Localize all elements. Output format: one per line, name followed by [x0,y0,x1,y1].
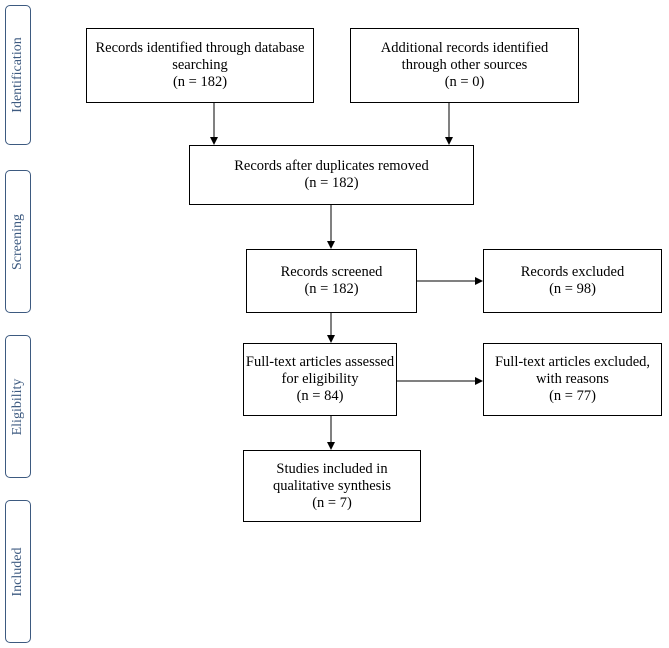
box-fulltext-assessed-line2: for eligibility [281,371,359,387]
box-records-database-line2: searching [172,57,228,73]
box-fulltext-assessed-count: (n = 84) [296,388,344,404]
box-fulltext-assessed: Full-text articles assessed for eligibil… [243,343,397,416]
box-included-count: (n = 7) [312,494,352,511]
box-duplicates-removed: Records after duplicates removed (n = 18… [189,145,474,205]
box-records-other-count: (n = 0) [444,74,485,90]
box-records-other-sources: Additional records identified through ot… [350,28,579,103]
box-fulltext-excluded-line1: Full-text articles excluded, [494,354,651,370]
box-included-line1: Studies included in [276,460,388,477]
box-fulltext-excluded-count: (n = 77) [549,388,596,404]
box-records-database: Records identified through database sear… [86,28,314,103]
box-duplicates-count: (n = 182) [304,175,359,191]
box-included-line2: qualitative synthesis [273,477,391,494]
stage-tab-included: Included [5,500,31,643]
box-excluded-line1: Records excluded [520,264,625,280]
box-records-other-line2: through other sources [401,57,528,73]
stage-tab-identification: Identification [5,5,31,145]
box-duplicates-line1: Records after duplicates removed [234,158,429,174]
box-records-screened: Records screened (n = 182) [246,249,417,313]
box-records-excluded: Records excluded (n = 98) [483,249,662,313]
box-screened-count: (n = 182) [304,281,359,297]
stage-tab-screening: Screening [5,170,31,313]
box-records-database-count: (n = 182) [172,74,228,90]
box-fulltext-assessed-line1: Full-text articles assessed [245,354,395,370]
box-studies-included: Studies included in qualitative synthesi… [243,450,421,522]
box-excluded-count: (n = 98) [549,281,596,297]
box-fulltext-excluded: Full-text articles excluded, with reason… [483,343,662,416]
box-records-other-line1: Additional records identified [380,40,549,56]
box-fulltext-excluded-line2: with reasons [536,371,609,387]
stage-tab-eligibility: Eligibility [5,335,31,478]
box-screened-line1: Records screened [280,264,383,280]
box-records-database-line1: Records identified through database [95,40,305,56]
